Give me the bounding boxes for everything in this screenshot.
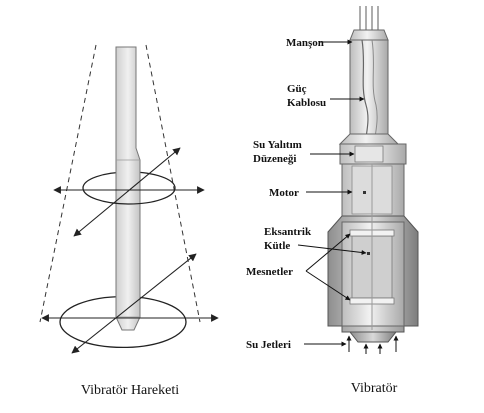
upper-diagonal-arrow xyxy=(73,147,181,237)
label-manson: Manşon xyxy=(286,37,324,49)
vibrator-motion-diagram: Vibratör Hareketi xyxy=(39,44,219,398)
label-su-yalitim-1: Su Yalıtım xyxy=(253,139,302,151)
label-eksantrik-2: Kütle xyxy=(264,240,290,252)
label-su-yalitim-2: Düzeneği xyxy=(253,153,296,165)
seal-assembly xyxy=(354,145,384,163)
leader-mesnetler-lower xyxy=(305,270,351,301)
label-su-jetleri: Su Jetleri xyxy=(246,339,291,351)
leader-mesnetler-upper xyxy=(305,233,351,272)
label-guc-1: Güç xyxy=(287,83,307,95)
motor-dot xyxy=(363,191,366,194)
upper-collar xyxy=(338,133,400,145)
envelope-left-line xyxy=(39,44,97,323)
probe-body xyxy=(115,46,141,331)
motion-caption: Vibratör Hareketi xyxy=(81,383,179,398)
eccentric-mass-dot xyxy=(367,252,370,255)
bottom-cone xyxy=(348,331,398,343)
power-cable-wires xyxy=(359,6,379,30)
label-eksantrik-1: Eksantrik xyxy=(264,226,312,238)
label-guc-2: Kablosu xyxy=(287,97,326,109)
label-mesnetler: Mesnetler xyxy=(246,266,293,278)
vibrator-cross-section: Manşon Güç Kablosu Su Yalıtım Düzeneği M… xyxy=(246,6,419,396)
sleeve xyxy=(349,29,389,41)
upper-tube xyxy=(349,39,389,135)
lower-diagonal-arrow xyxy=(71,253,197,354)
vibrator-caption: Vibratör xyxy=(351,381,398,396)
label-motor: Motor xyxy=(269,187,299,199)
